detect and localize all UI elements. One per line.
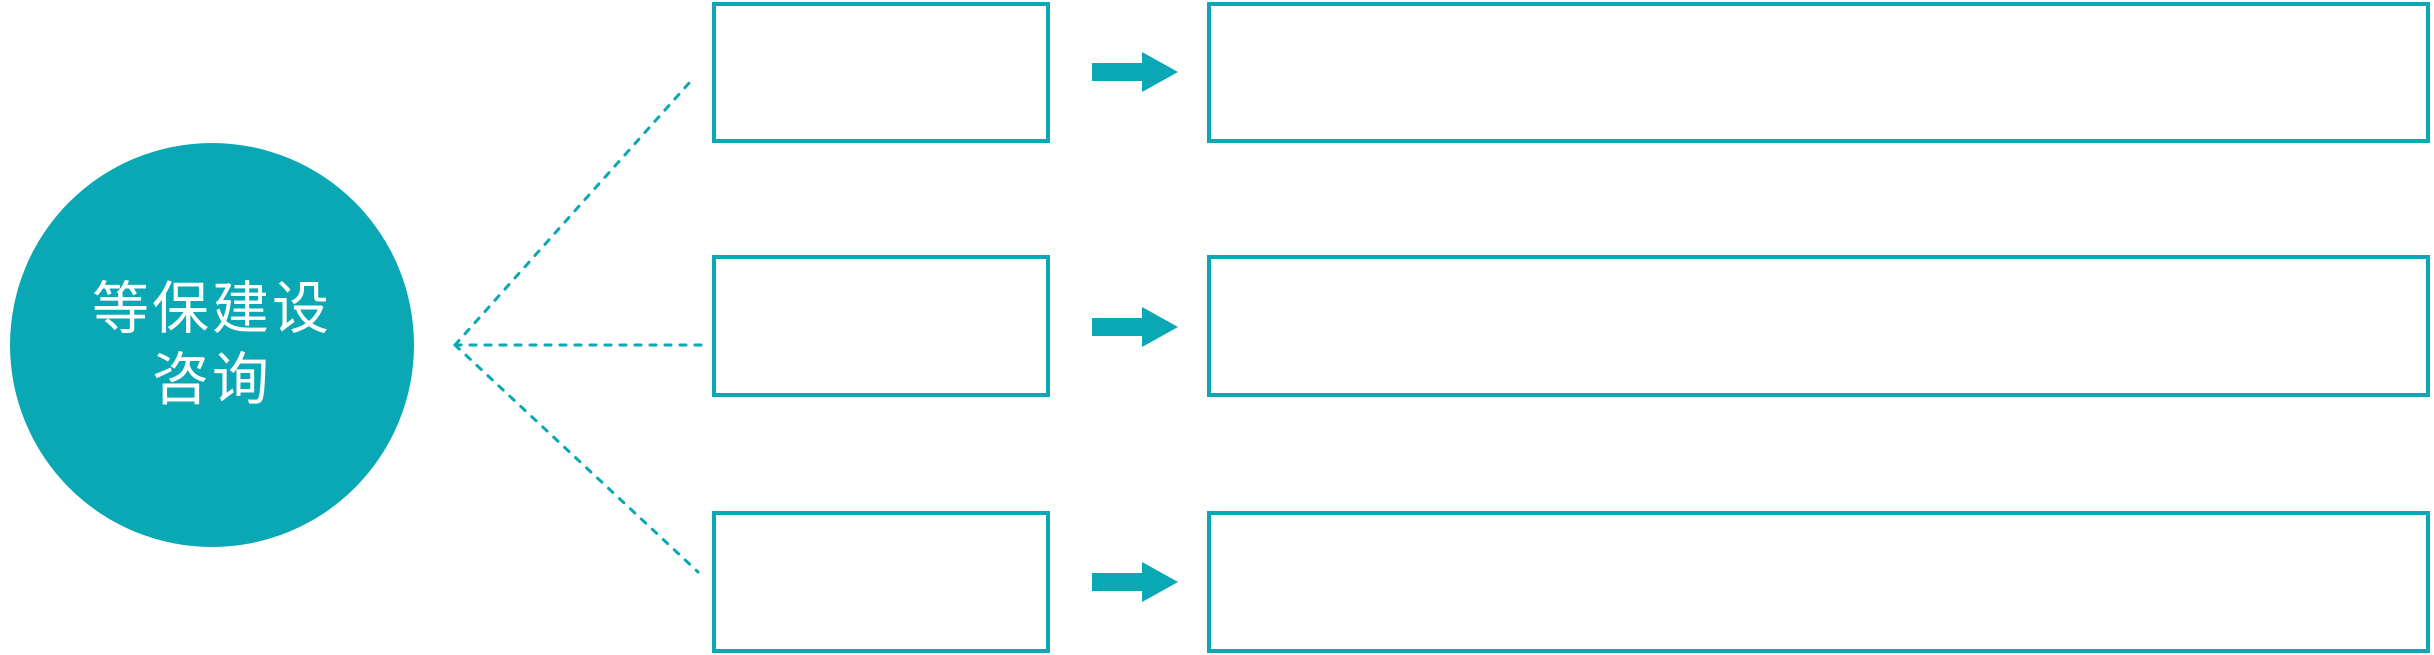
arrow-right-icon-1	[1092, 52, 1178, 92]
arrow-right-icon-3	[1092, 562, 1178, 602]
arrow-right-shape	[1092, 52, 1178, 92]
arrow-right-icon-2	[1092, 307, 1178, 347]
detail-box-3	[1207, 511, 2430, 653]
arrow-right-shape	[1092, 307, 1178, 347]
center-label-line-2: 咨询	[152, 347, 272, 413]
detail-box-1	[1207, 2, 2430, 143]
center-label-line-1: 等保建设	[92, 276, 332, 343]
connector-line-top	[453, 80, 692, 347]
category-box-3	[712, 511, 1050, 653]
connector-line-bottom	[453, 343, 700, 574]
category-box-1	[712, 2, 1050, 143]
detail-box-2	[1207, 255, 2430, 397]
arrow-right-shape	[1092, 562, 1178, 602]
center-circle-node: 等保建设 咨询	[10, 143, 414, 547]
category-box-2	[712, 255, 1050, 397]
